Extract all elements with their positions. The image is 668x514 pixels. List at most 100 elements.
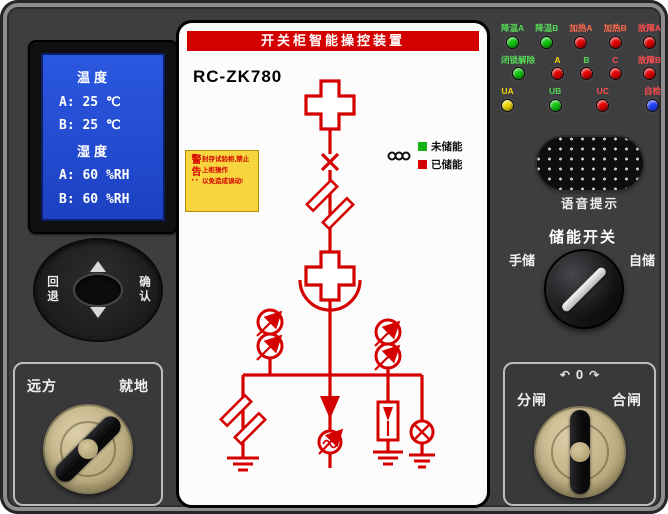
energy-storage-knob[interactable] [544,249,624,329]
led-label: 闭锁解除 [501,54,536,65]
led-indicator: 降温B [535,24,558,49]
led-light [608,67,622,80]
led-indicator: 闭锁解除 [501,54,536,80]
led-label: 自检 [643,86,661,96]
led-label: C [612,54,619,65]
led-indicator: UA [501,87,514,112]
led-label: 故障A [637,23,661,33]
legend-red-square [418,160,427,169]
led-row-2: 闭锁解除 A B C 故障B [501,54,661,80]
remote-local-panel: 远方 就地 [13,362,163,506]
open-close-panel: ↶ 0 ↷ 分闸 合闸 [503,362,656,506]
legend-label: 已储能 [431,159,463,171]
mimic-panel: 开关柜智能操控装置 RC-ZK780 警告: 封存试验柜,禁止上柜操作 以免造成… [176,20,490,508]
led-light [550,67,564,80]
up-triangle-icon [90,244,106,272]
led-light [645,98,659,112]
led-light [608,35,622,49]
warning-label: 警告: 封存试验柜,禁止上柜操作 以免造成误动! [185,150,259,212]
led-light [540,35,554,49]
legend-charged: 已储能 [418,157,463,172]
led-indicator: 自检 [644,87,661,112]
led-indicator: A [550,54,564,80]
remote-label: 远方 [27,378,57,394]
nav-pad: 回退 确认 [26,236,170,344]
led-indicator: 降温A [501,24,524,49]
lcd-humidity-b: B: 60 %RH [59,191,130,207]
open-close-knob[interactable] [534,406,626,498]
lcd-humidity-a: A: 60 %RH [59,168,130,184]
warning-line2: 以免造成误动! [202,178,244,186]
speaker-grille [537,137,643,190]
warning-text: 封存试验柜,禁止上柜操作 以免造成误动! [202,154,255,208]
led-light [579,67,593,80]
warning-title: 警告: [189,154,200,184]
curved-arrow-right-icon: ↷ [589,368,600,382]
led-indicator: B [579,54,593,80]
knob-ring [60,421,116,477]
led-indicator: C [608,54,622,80]
remote-local-knob[interactable] [43,404,133,494]
open-label: 分闸 [517,392,547,408]
device-title-banner: 开关柜智能操控装置 [187,31,479,51]
close-label: 合闸 [612,392,642,408]
legend-green-square [418,142,427,151]
led-light [596,98,610,112]
led-light [501,98,514,112]
knob-cap [78,439,98,459]
led-light [506,35,520,49]
led-row-3: UA UB UC 自检 [501,87,661,112]
auto-charge-label: 自储 [629,253,656,268]
lcd-temp-a: A: 25 ℃ [59,94,121,110]
led-label: A [554,54,561,65]
curved-arrow-left-icon: ↶ [559,368,570,382]
charge-legend: 未储能 已储能 [387,139,463,172]
led-label: 故障B [637,54,661,65]
legend-not-charged: 未储能 [418,139,463,154]
down-triangle-icon [90,307,106,335]
led-label: UC [596,86,609,96]
nav-confirm-button[interactable]: 确认 [138,275,150,305]
nav-up-button[interactable] [90,244,106,272]
knob-handle [560,265,608,313]
led-label: UB [549,86,562,96]
circuit-diagram [218,79,435,472]
led-indicator: UC [596,86,610,112]
led-label: 加热B [603,23,627,33]
led-indicator: UB [548,86,562,112]
energy-switch-title: 储能开关 [548,229,617,246]
manual-charge-label: 手储 [509,253,536,268]
nav-center-button[interactable] [73,273,123,307]
warning-line1: 封存试验柜,禁止上柜操作 [202,156,250,175]
switch-scale: ↶ 0 ↷ [505,367,654,382]
led-indicator-grid: 降温A 降温B 加热A 加热B 故障A 闭锁解除 [501,24,661,119]
nav-back-button[interactable]: 回退 [46,275,58,305]
led-label: 降温B [535,23,559,33]
lcd-temp-b: B: 25 ℃ [59,117,121,133]
nav-down-button[interactable] [90,307,106,336]
spring-energy-icon [387,151,411,160]
led-label: 降温A [501,23,525,33]
led-indicator: 故障A [638,24,661,49]
led-light [548,98,562,112]
model-label: RC-ZK780 [193,67,283,86]
local-label: 就地 [119,378,149,394]
lcd-humidity-title: 湿度 [77,145,112,161]
zero-label: 0 [575,367,584,382]
lcd-screen: 温度 A: 25 ℃ B: 25 ℃ 湿度 A: 60 %RH B: 60 %R… [41,53,165,221]
led-light [511,67,525,80]
lcd-bezel: 温度 A: 25 ℃ B: 25 ℃ 湿度 A: 60 %RH B: 60 %R… [28,40,178,234]
led-label: 加热A [569,23,593,33]
led-indicator: 加热B [604,24,627,49]
led-label: UA [501,86,514,96]
led-light [642,67,656,80]
led-light [574,35,588,49]
lcd-temp-title: 温度 [77,71,112,87]
legend-label: 未储能 [431,141,463,153]
led-row-1: 降温A 降温B 加热A 加热B 故障A [501,24,661,49]
led-indicator: 故障B [637,54,661,80]
led-light [642,35,656,49]
voice-prompt-label: 语音提示 [560,197,619,211]
led-label: B [583,54,590,65]
